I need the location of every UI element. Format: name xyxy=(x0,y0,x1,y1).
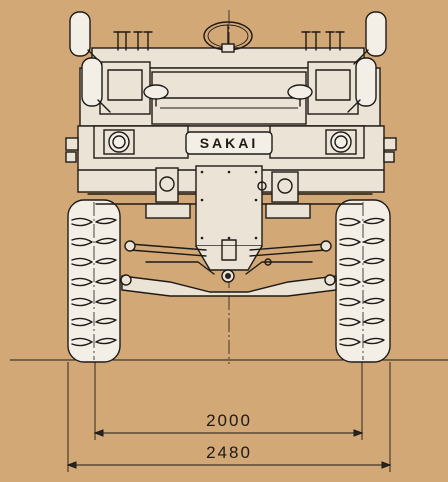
right-wheel xyxy=(335,199,391,363)
brand-plate-text: SAKAI xyxy=(200,135,259,151)
control-levers xyxy=(113,31,345,51)
left-wheel xyxy=(67,199,121,363)
dimension-track-width-label: 2000 xyxy=(206,411,252,430)
left-side-lights xyxy=(65,137,79,163)
right-side-lights xyxy=(383,137,397,163)
lower-panel-dots xyxy=(200,170,258,240)
front-axle xyxy=(120,240,337,297)
dimension-overall-width-label: 2480 xyxy=(206,443,252,462)
top-left-lamp xyxy=(143,84,169,107)
left-headlight xyxy=(103,129,135,155)
right-mirror xyxy=(347,11,387,113)
right-headlight xyxy=(325,129,357,155)
left-mirror xyxy=(69,11,111,113)
brand-plate: SAKAI xyxy=(185,131,273,155)
dimension-overall-width: 2480 xyxy=(66,443,392,469)
dimension-extension-lines xyxy=(67,362,391,472)
dimension-track-width: 2000 xyxy=(93,411,364,437)
top-right-lamp xyxy=(287,84,313,107)
steering-wheel xyxy=(203,21,253,53)
